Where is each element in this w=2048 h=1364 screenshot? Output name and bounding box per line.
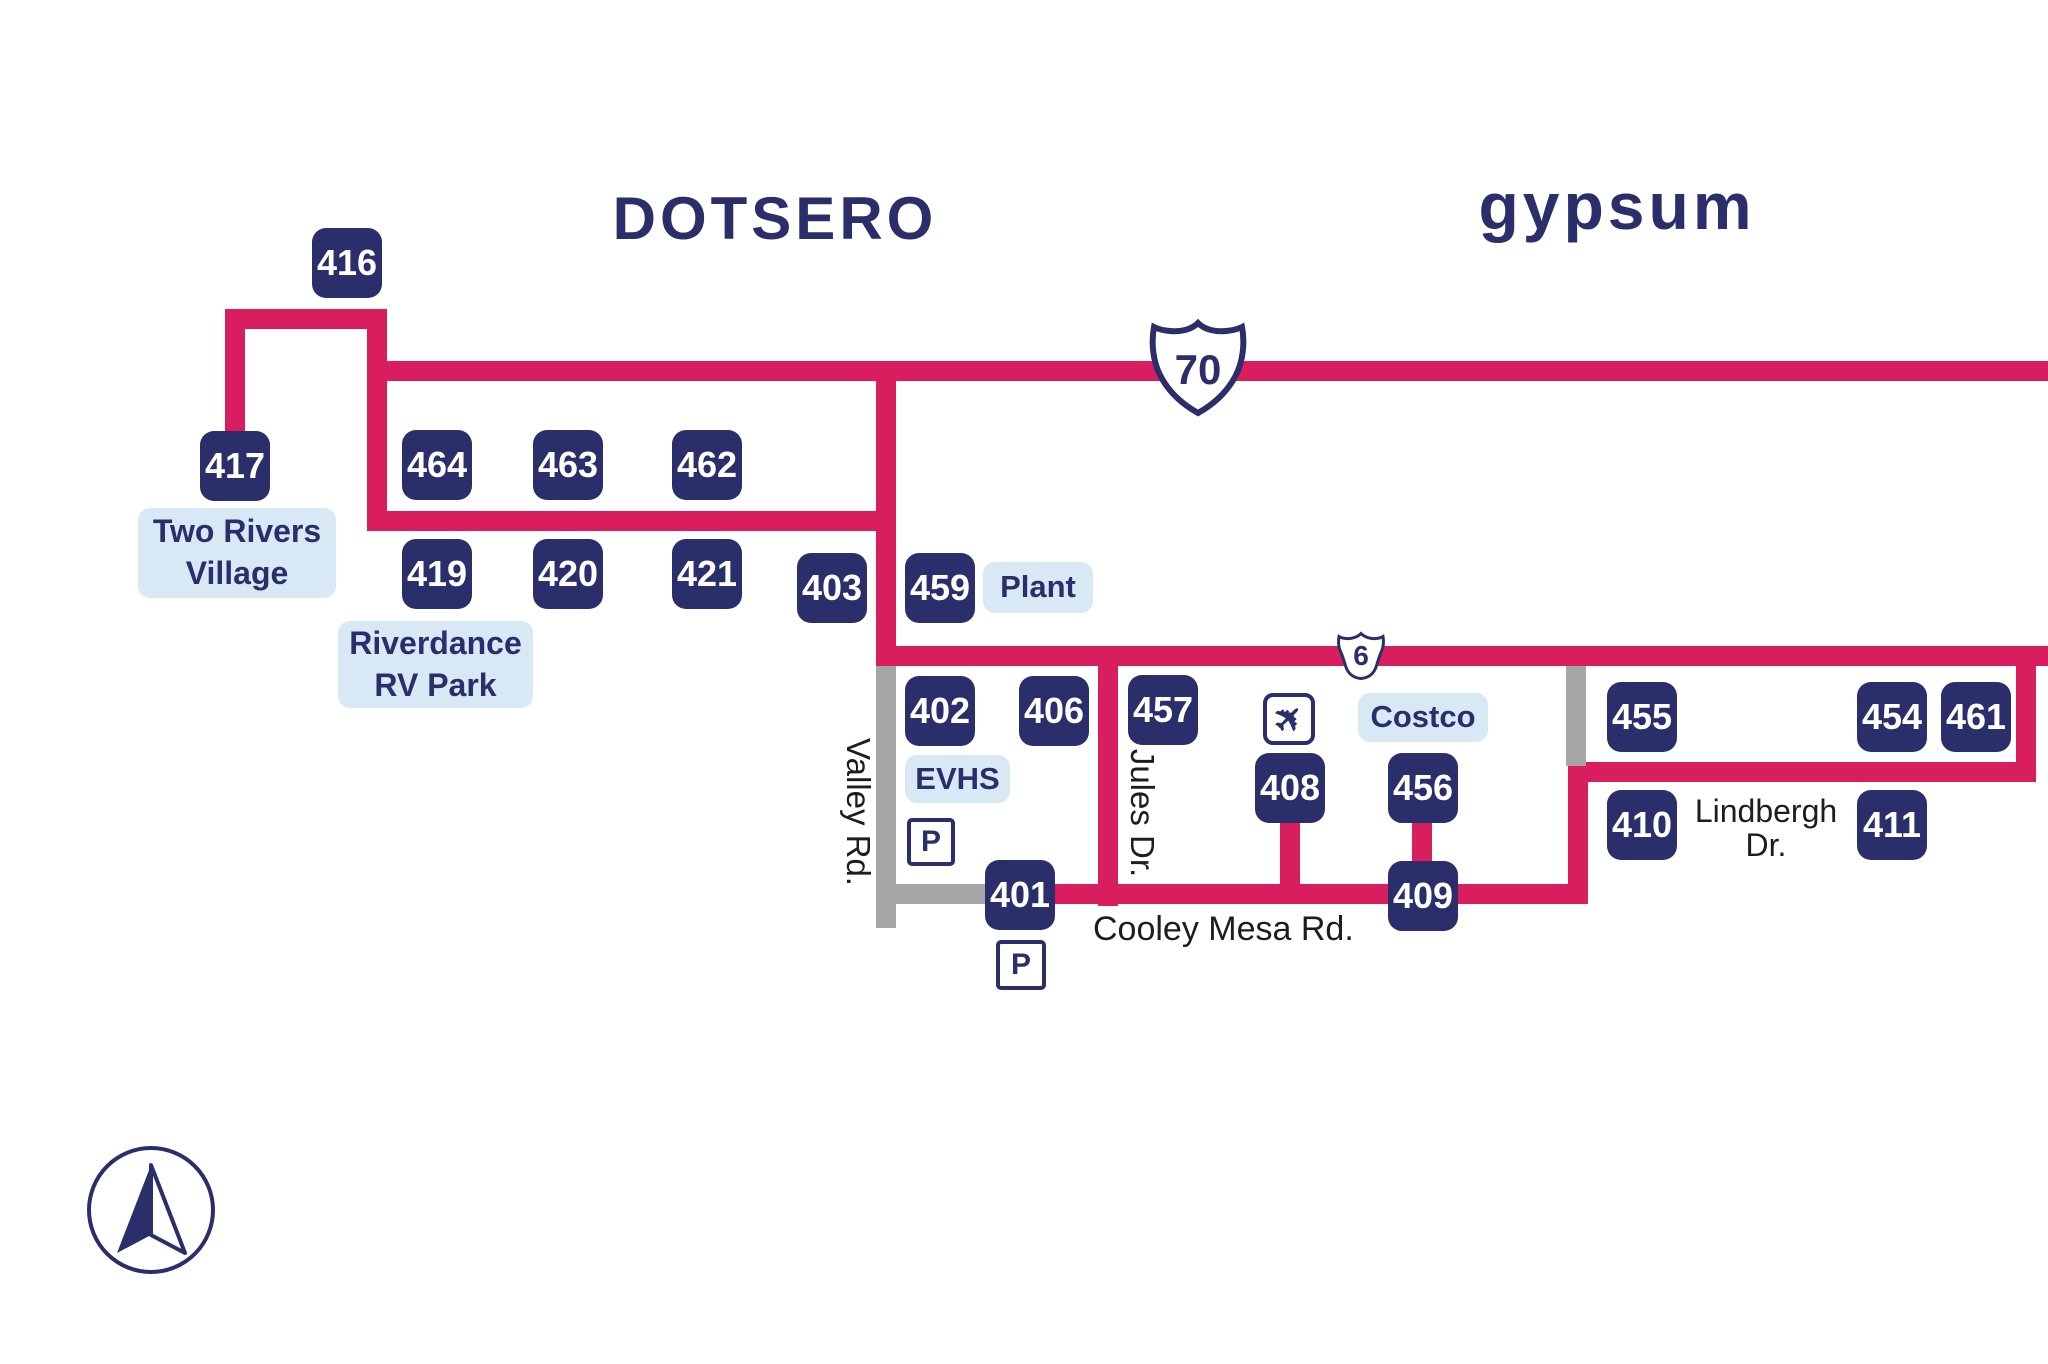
stop-badge-420: 420 bbox=[533, 539, 603, 609]
place-label-plant: Plant bbox=[983, 562, 1093, 613]
stop-badge-455: 455 bbox=[1607, 682, 1677, 752]
stop-badge-410: 410 bbox=[1607, 790, 1677, 860]
route-segment-riverdance-loop bbox=[367, 511, 896, 531]
stop-badge-463: 463 bbox=[533, 430, 603, 500]
street-label-jules-dr: Jules Dr. bbox=[1124, 748, 1161, 878]
route-segment-456-409-spur bbox=[1412, 810, 1432, 872]
stop-badge-402: 402 bbox=[905, 676, 975, 746]
route-segment-dotsero-vertical bbox=[367, 309, 387, 531]
interstate-70-shield: 70 bbox=[1149, 318, 1247, 417]
street-label-valley-rd: Valley Rd. bbox=[840, 738, 877, 886]
route-segment-us6-mainline bbox=[876, 646, 2048, 666]
airport-icon: ✈ bbox=[1263, 693, 1315, 745]
route-segment-loop-east-vertical bbox=[2016, 646, 2036, 782]
route-segment-cooley-mesa bbox=[1020, 884, 1588, 904]
stop-badge-457: 457 bbox=[1128, 675, 1198, 745]
stop-badge-417: 417 bbox=[200, 431, 270, 501]
place-label-evhs: EVHS bbox=[905, 755, 1010, 803]
airplane-icon: ✈ bbox=[1263, 693, 1314, 744]
stop-badge-409: 409 bbox=[1388, 861, 1458, 931]
stop-badge-411: 411 bbox=[1857, 790, 1927, 860]
us-route-6-shield: 6 bbox=[1337, 631, 1385, 681]
route-segment-416-top bbox=[225, 309, 387, 329]
place-label-costco: Costco bbox=[1358, 693, 1488, 742]
stop-badge-406: 406 bbox=[1019, 676, 1089, 746]
route-segment-loop-west-vertical bbox=[1568, 762, 1588, 904]
route-segment-lindbergh bbox=[1568, 762, 2036, 782]
route-segment-408-spur bbox=[1280, 810, 1300, 890]
street-label-lindbergh-dr: Lindbergh Dr. bbox=[1694, 793, 1838, 863]
road-segment-valley-rd bbox=[876, 666, 896, 928]
compass-north-arrow-icon bbox=[87, 1146, 215, 1274]
stop-badge-416: 416 bbox=[312, 228, 382, 298]
street-label-cooley-mesa-rd: Cooley Mesa Rd. bbox=[1093, 910, 1354, 948]
place-label-riverdance-rv-park: Riverdance RV Park bbox=[338, 621, 533, 708]
stop-badge-408: 408 bbox=[1255, 753, 1325, 823]
route-segment-to-417 bbox=[225, 309, 245, 431]
stop-badge-401: 401 bbox=[985, 860, 1055, 930]
stop-badge-403: 403 bbox=[797, 553, 867, 623]
stop-badge-464: 464 bbox=[402, 430, 472, 500]
place-label-two-rivers-village: Two Rivers Village bbox=[138, 508, 336, 598]
stop-badge-461: 461 bbox=[1941, 682, 2011, 752]
us-route-6-number: 6 bbox=[1353, 640, 1369, 671]
town-title-gypsum: GYPSUM bbox=[1478, 169, 1756, 243]
road-segment-airport-access bbox=[1566, 666, 1586, 766]
stop-badge-462: 462 bbox=[672, 430, 742, 500]
stop-badge-421: 421 bbox=[672, 539, 742, 609]
stop-badge-454: 454 bbox=[1857, 682, 1927, 752]
route-segment-jules-dr bbox=[1098, 646, 1118, 906]
town-title-dotsero: DOTSERO bbox=[612, 185, 938, 252]
road-segment-cooley-mesa-west bbox=[876, 884, 1010, 904]
route-segment-403-vertical bbox=[876, 361, 896, 666]
parking-icon: P bbox=[996, 940, 1046, 990]
interstate-70-number: 70 bbox=[1175, 346, 1222, 393]
parking-icon: P bbox=[907, 818, 955, 866]
stop-badge-419: 419 bbox=[402, 539, 472, 609]
stop-badge-459: 459 bbox=[905, 553, 975, 623]
stop-badge-456: 456 bbox=[1388, 753, 1458, 823]
